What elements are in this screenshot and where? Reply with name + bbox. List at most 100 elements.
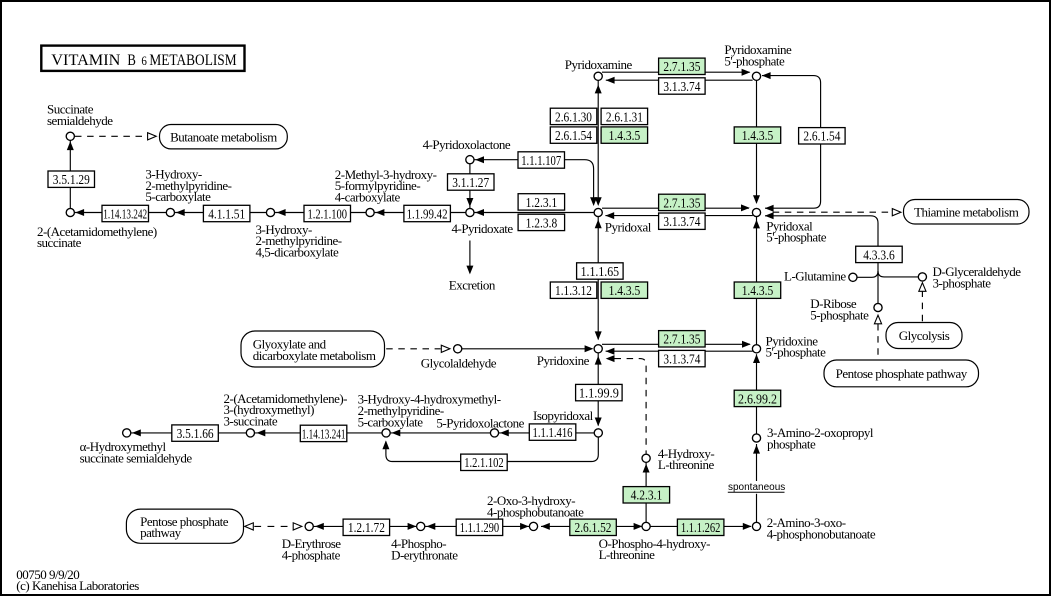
svg-text:4,5-dicarboxylate: 4,5-dicarboxylate: [256, 245, 340, 260]
svg-text:METABOLISM: METABOLISM: [149, 52, 236, 69]
svg-text:succinate semialdehyde: succinate semialdehyde: [80, 450, 193, 465]
svg-text:D-Erythrose: D-Erythrose: [282, 536, 341, 551]
svg-text:D-Glyceraldehyde: D-Glyceraldehyde: [933, 264, 1022, 279]
svg-text:2.6.1.31: 2.6.1.31: [606, 110, 643, 125]
svg-text:5-carboxylate: 5-carboxylate: [358, 414, 424, 429]
svg-text:2.6.1.54: 2.6.1.54: [803, 130, 840, 145]
svg-text:3.1.3.74: 3.1.3.74: [663, 80, 700, 95]
svg-text:2-(Acetamidomethylene)-: 2-(Acetamidomethylene)-: [224, 391, 348, 406]
svg-text:Pyridoxal: Pyridoxal: [605, 219, 652, 234]
svg-text:1.1.3.12: 1.1.3.12: [555, 284, 592, 299]
svg-text:3.1.1.27: 3.1.1.27: [452, 176, 489, 191]
svg-text:3-Hydroxy-: 3-Hydroxy-: [256, 222, 313, 237]
svg-text:5-Pyridoxolactone: 5-Pyridoxolactone: [436, 416, 524, 431]
svg-text:semialdehyde: semialdehyde: [47, 113, 113, 128]
svg-text:4-Pyridoxate: 4-Pyridoxate: [452, 221, 514, 236]
svg-text:1.1.1.65: 1.1.1.65: [581, 265, 620, 280]
svg-text:1.2.1.72: 1.2.1.72: [348, 521, 385, 536]
svg-text:6: 6: [141, 53, 147, 68]
svg-text:3-Hydroxy-: 3-Hydroxy-: [145, 167, 202, 182]
svg-text:3-(hydroxymethyl): 3-(hydroxymethyl): [224, 402, 315, 417]
svg-text:2.6.1.54: 2.6.1.54: [555, 129, 592, 144]
svg-text:Succinate: Succinate: [47, 102, 94, 117]
svg-text:L-Glutamine: L-Glutamine: [784, 268, 846, 283]
svg-text:2.7.1.35: 2.7.1.35: [663, 196, 700, 211]
svg-text:succinate: succinate: [37, 235, 82, 250]
svg-text:2.6.1.30: 2.6.1.30: [555, 110, 592, 125]
svg-text:5'-phosphate: 5'-phosphate: [724, 53, 785, 68]
svg-text:dicarboxylate metabolism: dicarboxylate metabolism: [253, 348, 376, 363]
svg-text:4-Phospho-: 4-Phospho-: [391, 536, 446, 551]
svg-text:2.7.1.35: 2.7.1.35: [663, 333, 700, 348]
svg-text:4-Hydroxy-: 4-Hydroxy-: [658, 446, 715, 461]
svg-text:O-Phospho-4-hydroxy-: O-Phospho-4-hydroxy-: [599, 536, 710, 551]
svg-text:2.6.99.2: 2.6.99.2: [738, 392, 777, 407]
svg-text:Pyridoxamine: Pyridoxamine: [565, 57, 633, 72]
svg-text:1.2.1.100: 1.2.1.100: [308, 207, 348, 222]
svg-text:Pentose phosphate pathway: Pentose phosphate pathway: [836, 366, 968, 381]
svg-text:Isopyridoxal: Isopyridoxal: [533, 408, 594, 423]
svg-text:spontaneous: spontaneous: [728, 482, 785, 493]
svg-text:4-phosphate: 4-phosphate: [282, 547, 341, 562]
svg-text:1.2.3.1: 1.2.3.1: [526, 196, 558, 211]
svg-text:D-Ribose: D-Ribose: [810, 296, 857, 311]
svg-text:1.4.3.5: 1.4.3.5: [609, 284, 641, 299]
svg-text:1.4.3.5: 1.4.3.5: [742, 129, 774, 144]
svg-text:3.1.3.74: 3.1.3.74: [663, 215, 700, 230]
svg-text:(c) Kanehisa Laboratories: (c) Kanehisa Laboratories: [16, 578, 139, 593]
svg-text:5-formylpyridine-: 5-formylpyridine-: [335, 178, 421, 193]
svg-text:L-threonine: L-threonine: [658, 457, 715, 472]
svg-text:5-carboxylate: 5-carboxylate: [145, 189, 211, 204]
svg-text:3-succinate: 3-succinate: [224, 414, 278, 429]
svg-text:2.6.1.52: 2.6.1.52: [575, 521, 612, 536]
svg-text:3.1.3.74: 3.1.3.74: [663, 353, 700, 368]
svg-text:2-methylpyridine-: 2-methylpyridine-: [256, 233, 342, 248]
svg-text:1.1.1.416: 1.1.1.416: [533, 426, 573, 441]
svg-text:2-Amino-3-oxo-: 2-Amino-3-oxo-: [767, 515, 846, 530]
svg-text:VITAMIN: VITAMIN: [51, 52, 121, 69]
svg-text:Pentose phosphate: Pentose phosphate: [140, 514, 229, 529]
svg-text:1.14.13.242: 1.14.13.242: [103, 207, 147, 222]
svg-text:1.1.1.107: 1.1.1.107: [521, 154, 561, 169]
svg-text:phosphate: phosphate: [767, 436, 816, 451]
svg-text:2-methylpyridine-: 2-methylpyridine-: [145, 178, 231, 193]
svg-text:1.1.1.262: 1.1.1.262: [681, 521, 721, 536]
svg-text:4.3.3.6: 4.3.3.6: [863, 248, 895, 263]
svg-text:1.1.99.9: 1.1.99.9: [579, 387, 619, 402]
svg-text:2-methylpyridine-: 2-methylpyridine-: [358, 403, 444, 418]
svg-text:2.7.1.35: 2.7.1.35: [663, 60, 700, 75]
svg-text:Glycolysis: Glycolysis: [899, 328, 950, 343]
svg-text:3-Hydroxy-4-hydroxymethyl-: 3-Hydroxy-4-hydroxymethyl-: [358, 392, 501, 407]
svg-text:3.5.1.29: 3.5.1.29: [53, 173, 90, 188]
svg-text:Excretion: Excretion: [449, 277, 496, 292]
svg-text:1.2.1.102: 1.2.1.102: [464, 456, 504, 471]
svg-text:4.1.1.51: 4.1.1.51: [208, 207, 245, 222]
svg-text:4-Pyridoxolactone: 4-Pyridoxolactone: [423, 137, 511, 152]
svg-text:D-erythronate: D-erythronate: [391, 547, 458, 562]
svg-text:Glyoxylate and: Glyoxylate and: [253, 337, 327, 352]
svg-text:2-(Acetamidomethylene): 2-(Acetamidomethylene): [37, 224, 157, 239]
svg-text:3.5.1.66: 3.5.1.66: [177, 427, 214, 442]
svg-text:Glycolaldehyde: Glycolaldehyde: [421, 355, 497, 370]
svg-text:5-phosphate: 5-phosphate: [810, 307, 869, 322]
svg-text:4-phosphobutanoate: 4-phosphobutanoate: [487, 504, 584, 519]
svg-text:Pyridoxamine: Pyridoxamine: [724, 42, 792, 57]
svg-text:1.4.3.5: 1.4.3.5: [742, 284, 774, 299]
svg-text:Butanoate metabolism: Butanoate metabolism: [170, 129, 277, 144]
svg-text:3-phosphate: 3-phosphate: [933, 275, 992, 290]
svg-text:pathway: pathway: [140, 525, 182, 540]
svg-text:1.1.99.42: 1.1.99.42: [407, 207, 448, 222]
svg-text:2-Methyl-3-hydroxy-: 2-Methyl-3-hydroxy-: [335, 167, 437, 182]
svg-text:1.1.1.290: 1.1.1.290: [460, 521, 500, 536]
svg-text:5'-phosphate: 5'-phosphate: [766, 345, 827, 360]
svg-text:Pyridoxal: Pyridoxal: [766, 218, 813, 233]
svg-text:Pyridoxine: Pyridoxine: [766, 333, 819, 348]
svg-text:L-threonine: L-threonine: [599, 547, 656, 562]
svg-text:2-Oxo-3-hydroxy-: 2-Oxo-3-hydroxy-: [487, 493, 575, 508]
svg-text:Pyridoxine: Pyridoxine: [537, 353, 590, 368]
svg-text:1.2.3.8: 1.2.3.8: [526, 216, 558, 231]
svg-text:4.2.3.1: 4.2.3.1: [631, 489, 663, 504]
svg-text:α-Hydroxymethyl: α-Hydroxymethyl: [80, 439, 167, 454]
svg-text:1.4.3.5: 1.4.3.5: [609, 129, 641, 144]
svg-text:Thiamine metabolism: Thiamine metabolism: [914, 204, 1019, 219]
